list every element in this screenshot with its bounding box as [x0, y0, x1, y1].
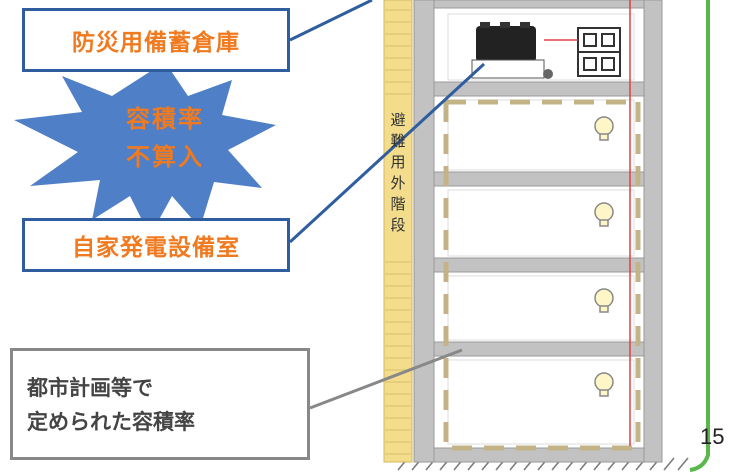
planned-far-line-1: 都市計画等で: [27, 376, 153, 400]
light-bulb-icon: [594, 202, 614, 227]
generator-leader-line: [288, 62, 486, 244]
floor-slabs: [433, 0, 645, 463]
generator-icon: [577, 27, 621, 77]
exemption-line-2: 不算入: [126, 143, 204, 171]
light-bulb-icon: [594, 372, 614, 397]
page-number: 15: [700, 424, 725, 449]
storage-room-label: 防災用備蓄倉庫: [22, 8, 290, 72]
stair-treads: [385, 9, 411, 455]
storage-room-text: 防災用備蓄倉庫: [72, 30, 240, 56]
building-right-wall: [643, 0, 663, 463]
exemption-text: 容積率 不算入: [90, 100, 240, 176]
exemption-line-1: 容積率: [126, 105, 204, 133]
storage-leader-line: [289, 0, 373, 42]
stair-char: 外: [390, 174, 406, 192]
exterior-stair: [383, 0, 413, 463]
planned-far-label: 都市計画等で 定められた容積率: [10, 348, 310, 460]
stair-char: 避: [390, 111, 406, 129]
far-volume-outline: [443, 99, 641, 451]
light-bulb-icon: [594, 288, 614, 313]
building-left-wall: [413, 0, 435, 463]
battery-icon: [471, 22, 545, 79]
far-leader-line: [309, 348, 463, 410]
floor-area-exemption-burst: [14, 62, 276, 236]
planned-far-line-2: 定められた容積率: [27, 410, 195, 434]
gauge-icon: [543, 69, 553, 79]
light-bulb-icon: [594, 116, 614, 141]
stair-char: 階: [390, 195, 406, 213]
site-boundary-line: [689, 0, 710, 472]
stair-char: 難: [390, 132, 406, 150]
generator-room-text: 自家発電設備室: [72, 235, 240, 261]
stair-char: 用: [390, 153, 406, 171]
exterior-stair-label: 避 難 用 外 階 段: [386, 110, 410, 236]
stair-char: 段: [390, 216, 406, 234]
generator-room-label: 自家発電設備室: [22, 218, 290, 272]
